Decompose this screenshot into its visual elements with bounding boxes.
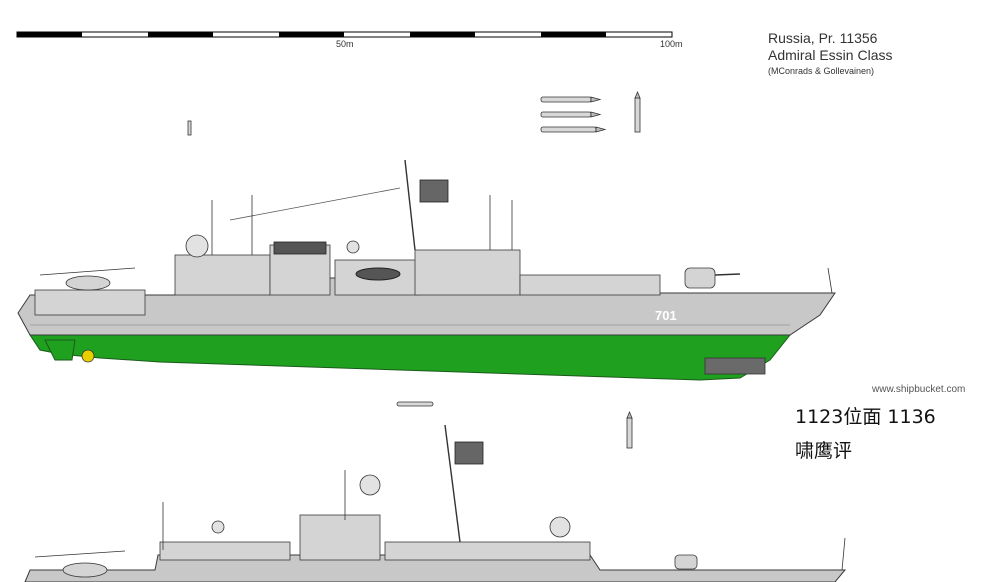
credit-line: (MConrads & Gollevainen) [768, 66, 875, 76]
caption-line-1: 1123位面 1136 [795, 406, 936, 428]
scale-label-100m: 100m [660, 39, 683, 49]
vertical-rocket-icon [626, 410, 633, 449]
missile-icon-3 [540, 126, 607, 133]
title-line-2: Admiral Essin Class [768, 47, 893, 63]
ship-profile-top: 701 [17, 159, 836, 381]
caption-line-2: 啸鹰评 [795, 440, 853, 462]
small-missile-icon [187, 120, 192, 136]
scale-bar [16, 31, 673, 38]
title-line-1: Russia, Pr. 11356 [768, 30, 878, 46]
torpedo-icon [396, 401, 434, 407]
watermark: www.shipbucket.com [872, 384, 966, 395]
scale-label-50m: 50m [336, 39, 354, 49]
middle-weapon-icons [396, 401, 633, 449]
scale-bar-segments [16, 31, 673, 38]
weapon-icons [187, 90, 641, 136]
missile-icon-1 [540, 96, 602, 103]
ship-profile-bottom [24, 424, 847, 582]
underwater-hull [29, 334, 792, 381]
vertical-missile-icon [634, 90, 641, 133]
hull-number: 701 [655, 308, 677, 323]
missile-icon-2 [540, 111, 602, 118]
